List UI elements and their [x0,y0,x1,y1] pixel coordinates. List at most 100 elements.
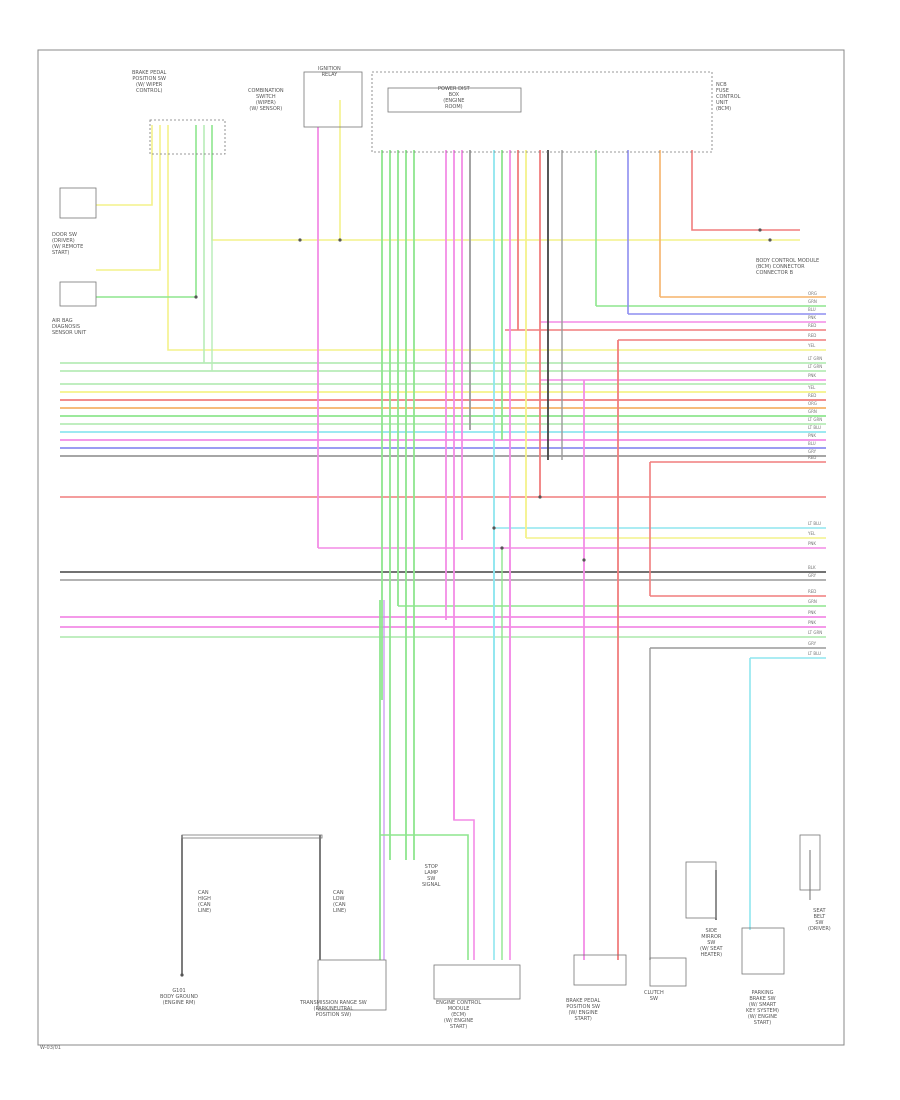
wire-code-label: RED [808,589,817,594]
label-line: CONTROL [716,94,741,100]
splice-dot [500,546,504,550]
ecm-box [433,964,521,1000]
wire-54 [453,620,475,960]
wire-51 [691,150,800,231]
wire-code-label: LT GRN [808,630,823,635]
label-line: G101 [172,988,186,994]
label-line: (PARK/NEUTRAL [313,1006,354,1012]
label-line: CAN [198,890,209,896]
component-layer [59,71,821,1011]
brake-pedal-switch-box [573,954,627,986]
label-line: (W/ SMART [748,1002,777,1008]
wire-code-label: LT GRN [808,417,823,422]
label-line: (W/ WIPER [136,82,163,88]
splice-dot [492,526,496,530]
label-line: MIRROR [701,934,722,940]
wire-code-label: GRN [808,299,817,304]
label-line: POSITION SW) [315,1012,352,1018]
label-line: START) [574,1016,592,1022]
airbag-unit-box [59,281,97,307]
wire-code-label: RED [808,393,817,398]
label-line: POSITION SW [566,1004,600,1010]
splice-dot [768,238,772,242]
label-line: DOOR SW [52,232,77,238]
wire-code-label: YEL [808,385,816,390]
label-line: CAN [333,890,344,896]
ignition-relay-box [303,71,363,128]
label-line: STOP [424,864,438,870]
fuse-block [387,87,522,113]
label-line: CONNECTOR B [756,270,794,276]
label-line: (DRIVER) [52,238,75,244]
label-line: DIAGNOSIS [52,324,81,330]
label-line: BRAKE PEDAL [566,998,601,1004]
label-line: SEAT [813,908,826,914]
label-line: PARKING [751,990,774,996]
label-line: HIGH [198,896,211,902]
wire-layer [60,100,826,975]
label-line: (W/ SEAT [700,946,723,952]
label-line: START) [52,250,70,256]
label-line: CLUTCH [644,990,664,996]
label-line: SWITCH [256,94,276,100]
splice-dot [194,295,198,299]
label-line: (CAN [333,902,346,908]
wire-23 [96,180,153,206]
label-line: AIR BAG [52,318,73,324]
wire-code-label: GRY [808,573,817,578]
label-line: KEY SYSTEM) [746,1008,779,1014]
splice-dot [298,238,302,242]
clutch-switch-box [649,957,687,987]
label-line: POWER DIST [438,86,470,92]
splice-dot [338,238,342,242]
label-line: (DRIVER) [808,926,831,932]
label-line: IGNITION [318,66,341,72]
label-line: SW [427,876,436,882]
label-line: LINE) [333,908,347,914]
label-line: (W/ ENGINE [443,1018,474,1024]
label-line: POSITION SW [132,76,166,82]
wire-code-label: LT BLU [808,521,822,526]
label-line: BELT [813,914,826,920]
wire-code-label: ORG [808,401,818,406]
wire-code-label: ORG [808,291,818,296]
wire-code-label: LT BLU [808,651,822,656]
label-line: ROOM) [445,104,463,110]
connector-left-top [149,119,226,155]
top-bar-bottom-left [181,834,323,839]
splice-dot [538,495,542,499]
label-line: BRAKE SW [749,996,776,1002]
wire-code-label: LT BLU [808,425,822,430]
wire-code-label: PNK [808,433,817,438]
ground-symbol [180,973,184,977]
label-line: SW [707,940,716,946]
wire-code-label: RED [808,333,817,338]
label-line: START) [753,1020,772,1026]
wire-53 [380,834,469,960]
wire-code-label: PNK [808,610,817,615]
wire-code-label: PNK [808,620,817,625]
splice-dot [582,558,586,562]
wire-code-label: LT GRN [808,364,823,369]
label-line: LINE) [198,908,212,914]
side-mirror-switch-box [685,861,717,919]
label-line: HEATER) [700,952,723,958]
wire-code-label: RED [808,323,817,328]
wire-27 [211,180,800,241]
label-line: SENSOR UNIT [52,330,87,336]
wire-code-label: GRN [808,599,817,604]
label-line: LOW [333,896,345,902]
